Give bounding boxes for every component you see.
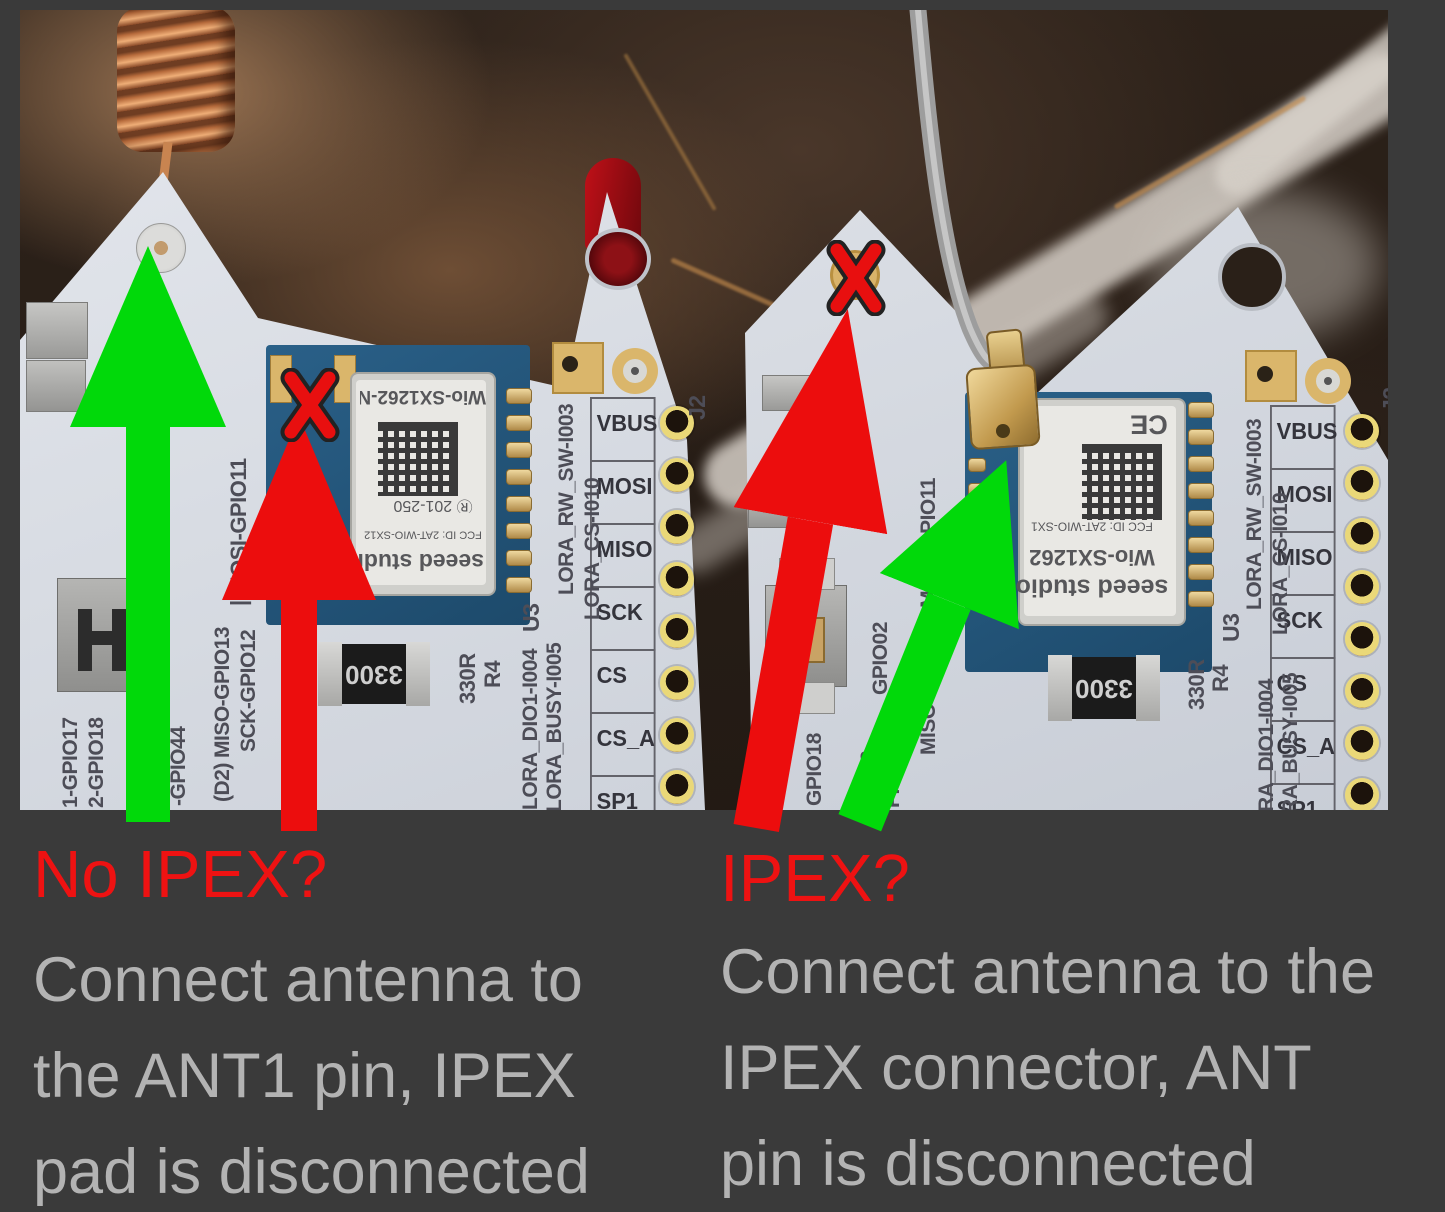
- resistor-value-label: 330R: [455, 653, 480, 704]
- pin-label: CS: [1270, 659, 1336, 722]
- resistor-refdes: R4: [1208, 664, 1233, 692]
- coil-antenna: [117, 10, 235, 152]
- pin-hole: [1345, 726, 1379, 760]
- caption-right-body: Connect antenna to the IPEX connector, A…: [720, 924, 1375, 1212]
- pin-hole: [660, 718, 694, 752]
- caption-line: pin is disconnected: [720, 1129, 1256, 1199]
- gold-pad-square: [552, 342, 604, 394]
- connector-mark: [92, 631, 112, 645]
- module-castellations: [1188, 402, 1214, 618]
- pin-hole: [660, 614, 694, 648]
- marble-white-streak: [1206, 10, 1388, 204]
- module-qr-code: [378, 422, 458, 496]
- resistor-cap: [406, 642, 430, 706]
- pin-hole: [1345, 674, 1379, 708]
- silk-label: LORA_DIO1-I004: [519, 648, 542, 810]
- resistor-cap: [1136, 655, 1160, 721]
- caption-line: Connect antenna to the: [720, 937, 1376, 1007]
- connector-mark: [78, 609, 92, 671]
- pin-hole: [1345, 466, 1379, 500]
- ant-pad-x-mark: [826, 240, 886, 316]
- silk-label: LORA_BUSY-I005: [543, 642, 566, 810]
- pin-label: MISO: [1270, 533, 1336, 596]
- pin-label: CS_A: [1270, 722, 1336, 785]
- ipex-center: [996, 424, 1010, 438]
- resistor-cap: [1048, 655, 1072, 721]
- pin-hole: [1345, 570, 1379, 604]
- module-fcc-id: FCC ID: 2AT-WIO-SX12: [364, 528, 482, 540]
- caption-line: pad is disconnected: [33, 1137, 590, 1207]
- pin-header-table: VBUS MOSI MISO SCK CS CS_A SP1 GND: [1270, 405, 1339, 810]
- smd-switch: [26, 360, 86, 412]
- ant1-pin-arrow: [70, 246, 226, 822]
- ipex-pad-x-mark: [280, 368, 340, 442]
- pin-hole: [660, 406, 694, 440]
- pin-hole: [1345, 622, 1379, 656]
- silk-label: U3: [518, 603, 544, 632]
- pin-label: MISO: [590, 525, 656, 588]
- silk-label: RA_DIO1-I004: [1255, 679, 1278, 810]
- pin-label: VBUS: [1270, 405, 1337, 470]
- pin-hole: [660, 458, 694, 492]
- pin-label: SCK: [590, 588, 656, 651]
- silk-label: J2: [684, 395, 710, 420]
- pin-hole: [660, 510, 694, 544]
- module-cert: Ⓡ 201-250: [393, 496, 473, 513]
- silk-label: U3: [1218, 613, 1244, 642]
- pin-hole: [1345, 778, 1379, 810]
- pin-label: VBUS: [590, 397, 657, 462]
- pin-label: MOSI: [1270, 470, 1336, 533]
- marble-vein: [1113, 95, 1307, 210]
- connector-mark: [112, 609, 126, 671]
- pin-hole: [1345, 518, 1379, 552]
- module-qr-code: [1082, 444, 1162, 520]
- caption-line: IPEX connector, ANT: [720, 1033, 1312, 1103]
- silk-label: LORA_RW_SW-I003: [1243, 418, 1266, 610]
- pin-holes: [660, 406, 694, 810]
- pin-header-table: VBUS MOSI MISO SCK CS CS_A SP1 GND: [590, 397, 659, 810]
- pin-hole: [660, 562, 694, 596]
- pin-hole: [1345, 414, 1379, 448]
- pin-label: SCK: [1270, 596, 1336, 659]
- led-hole: [585, 228, 651, 290]
- module-ce-mark: CE: [1130, 410, 1168, 439]
- smd-switch: [26, 302, 88, 359]
- resistor-cap: [318, 642, 342, 706]
- caption-right-headline: IPEX?: [720, 841, 910, 916]
- pin-label: SP1: [590, 777, 656, 810]
- pin-label: CS_A: [590, 714, 656, 777]
- pin-label: CS: [590, 651, 656, 714]
- ipex-pad-arrow: [222, 416, 376, 831]
- caption-left-headline: No IPEX?: [33, 837, 328, 912]
- module-model: Wio-SX1262-N: [360, 386, 486, 406]
- caption-line: the ANT1 pin, IPEX: [33, 1041, 576, 1111]
- silk-label: LORA_CS-I010: [1269, 492, 1292, 635]
- gold-pad-round: [1305, 358, 1351, 404]
- silk-label: RA_BUSY-I005: [1279, 672, 1302, 810]
- caption-left-body: Connect antenna to the ANT1 pin, IPEX pa…: [33, 932, 590, 1212]
- module-castellations: [506, 388, 532, 604]
- resistor-value-label: 330R: [1184, 659, 1209, 710]
- pin-holes: [1345, 414, 1379, 810]
- pin-label: SP1: [1270, 785, 1336, 810]
- mount-hole: [1218, 243, 1286, 311]
- silk-label: J2: [1378, 387, 1388, 412]
- gold-pad-square: [1245, 350, 1297, 402]
- silk-label: LORA_RW_SW-I003: [555, 403, 578, 595]
- caption-line: Connect antenna to: [33, 945, 583, 1015]
- gold-pad-round: [612, 348, 658, 394]
- resistor-refdes: R4: [480, 660, 505, 688]
- pin-hole: [660, 666, 694, 700]
- resistor-code: 3300: [1072, 657, 1136, 719]
- resistor: 3300: [318, 642, 430, 706]
- pin-hole: [660, 770, 694, 804]
- silk-label: LORA_CS-I010: [581, 477, 604, 620]
- pin-label: MOSI: [590, 462, 656, 525]
- resistor: 3300: [1048, 655, 1160, 721]
